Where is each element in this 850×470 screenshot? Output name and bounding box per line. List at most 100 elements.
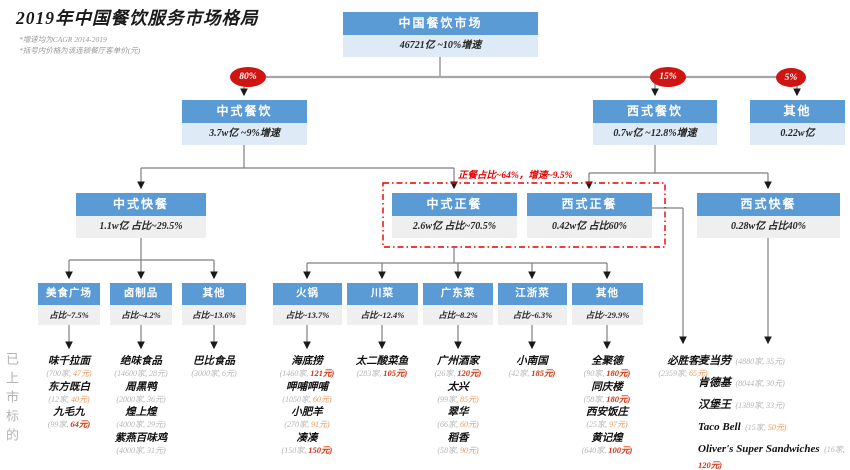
store-count: (150家, xyxy=(281,445,307,455)
node-title: 中式正餐 xyxy=(392,193,517,216)
brand-name: 小肥羊 xyxy=(291,407,323,418)
brand-name: 麦当劳 xyxy=(698,355,731,367)
avg-price: 33元) xyxy=(766,401,785,410)
avg-price: 35元) xyxy=(766,357,785,366)
store-count: (26家, xyxy=(434,369,456,378)
node-title: 美食广场 xyxy=(38,283,100,305)
avg-price: 30元) xyxy=(766,379,785,388)
brand-item: 广州酒家 (26家, 120元) xyxy=(400,355,516,380)
node-title: 江浙菜 xyxy=(498,283,567,305)
store-count: (283家, xyxy=(356,369,382,378)
store-count: (99家, xyxy=(437,394,458,404)
brand-stats: (99家, 85元) xyxy=(400,394,516,406)
node-value: 2.6w亿 占比~70.5% xyxy=(392,216,517,238)
listed-companies-label: 已上市标的 xyxy=(4,352,19,447)
store-count: (99家, xyxy=(47,420,69,429)
store-count: (66家, xyxy=(437,420,458,429)
node-chinese-formal-dining: 中式正餐 2.6w亿 占比~70.5% xyxy=(392,193,517,238)
brand-stats: (26家, 120元) xyxy=(400,368,516,380)
brand-name: 周黑鸭 xyxy=(125,381,157,393)
brand-stats: (14600家, 28元) xyxy=(83,368,199,380)
store-count: (1050家, xyxy=(282,394,311,404)
brand-stats: (99家, 64元) xyxy=(11,419,127,431)
avg-price: 91元) xyxy=(311,420,330,429)
node-value: 占比~13.7% xyxy=(273,305,342,325)
node-value: 3.7w亿 ~9%增速 xyxy=(182,123,307,145)
node-value: 占比~12.4% xyxy=(347,305,418,325)
brand-name: 西安饭庄 xyxy=(586,407,628,418)
avg-price: 60元) xyxy=(313,394,332,404)
brand-item: 麦当劳 (4880家, 35元) xyxy=(698,352,850,368)
avg-price: 36元) xyxy=(147,394,166,404)
store-count: (90家, xyxy=(583,369,605,378)
store-count: (42家, xyxy=(508,369,530,378)
brand-stats: (1050家, 60元) xyxy=(249,394,365,406)
brand-stats: (2359家, 65元) xyxy=(625,368,741,380)
brand-stats: (4000家, 29元) xyxy=(83,419,199,431)
brand-item: Oliver's Super Sandwiches (16家, 120元) xyxy=(698,440,850,470)
node-jiangzhe-cuisine: 江浙菜 占比~6.3% xyxy=(498,283,567,325)
node-chinese-fastfood: 中式快餐 1.1w亿 占比~29.5% xyxy=(76,193,206,238)
brand-item: 海底捞 (1460家, 121元) xyxy=(249,355,365,380)
brand-name: 绝味食品 xyxy=(120,356,162,367)
brand-column-hotpot: 海底捞 (1460家, 121元) 呷哺呷哺 (1050家, 60元) 小肥羊 … xyxy=(249,355,365,457)
brand-stats: (2000家, 36元) xyxy=(83,394,199,406)
brand-name: 稻香 xyxy=(447,432,469,444)
brand-stats: (4000家, 31元) xyxy=(83,445,199,457)
store-count: (640家, xyxy=(581,445,607,455)
avg-price: 31元) xyxy=(147,445,166,455)
brand-item: Taco Bell (15家, 50元) xyxy=(698,418,850,434)
brand-item: 全聚德 (90家, 180元) xyxy=(549,355,665,380)
brand-item: 肯德基 (8044家, 30元) xyxy=(698,374,850,390)
node-value: 占比~8.2% xyxy=(423,305,493,325)
brand-column-cantonese: 广州酒家 (26家, 120元) 太兴 (99家, 85元) 翠华 (66家, … xyxy=(400,355,516,457)
node-title: 中式餐饮 xyxy=(182,100,307,123)
brand-item: 太兴 (99家, 85元) xyxy=(400,381,516,406)
brand-stats: (150家, 150元) xyxy=(249,445,365,457)
brand-column-food-court: 味千拉面 (700家, 47元) 东方既白 (12家, 40元) 九毛九 (99… xyxy=(11,355,127,432)
store-count: (15家, xyxy=(745,423,766,432)
brand-stats: (270家, 91元) xyxy=(249,419,365,431)
brand-name: 味千拉面 xyxy=(48,356,90,367)
node-value: 占比~7.5% xyxy=(38,305,100,325)
brand-column-sichuan: 太二酸菜鱼 (283家, 105元) xyxy=(324,355,440,381)
brand-name: 煌上煌 xyxy=(125,407,157,418)
store-count: (12家, xyxy=(48,394,69,404)
brand-name: 凑凑 xyxy=(296,432,318,444)
store-count: (14600家, xyxy=(114,369,147,378)
brand-item: 绝味食品 (14600家, 28元) xyxy=(83,355,199,380)
brand-column-other-formal: 全聚德 (90家, 180元) 同庆楼 (58家, 180元) 西安饭庄 (25… xyxy=(549,355,665,457)
brand-stats: (58家, 90元) xyxy=(400,445,516,457)
node-value: 46721亿 ~10%增速 xyxy=(343,35,538,57)
node-title: 广东菜 xyxy=(423,283,493,305)
avg-price: 120元) xyxy=(457,368,482,378)
node-chinese-cuisine: 中式餐饮 3.7w亿 ~9%增速 xyxy=(182,100,307,145)
node-title: 中式快餐 xyxy=(76,193,206,216)
avg-price: 47元) xyxy=(73,369,92,378)
avg-price: 85元) xyxy=(460,394,479,404)
brand-stats: (12家, 40元) xyxy=(11,394,127,406)
brand-item: 稻香 (58家, 90元) xyxy=(400,432,516,457)
store-count: (1389家, xyxy=(735,401,765,410)
node-value: 占比~4.2% xyxy=(110,305,172,325)
node-china-catering-market: 中国餐饮市场 46721亿 ~10%增速 xyxy=(343,12,538,57)
node-other-fastfood: 其他 占比~13.6% xyxy=(182,283,246,325)
brand-item: 周黑鸭 (2000家, 36元) xyxy=(83,381,199,406)
node-title: 西式正餐 xyxy=(527,193,652,216)
brand-name: 必胜客 xyxy=(667,356,699,367)
node-other-formal: 其他 占比~29.9% xyxy=(572,283,643,325)
node-value: 0.22w亿 xyxy=(750,123,845,145)
node-value: 占比~13.6% xyxy=(182,305,246,325)
node-sichuan-cuisine: 川菜 占比~12.4% xyxy=(347,283,418,325)
node-title: 其他 xyxy=(750,100,845,123)
node-title: 西式餐饮 xyxy=(593,100,717,123)
brand-stats: (90家, 180元) xyxy=(549,368,665,380)
brand-item: 小肥羊 (270家, 91元) xyxy=(249,406,365,431)
node-food-court: 美食广场 占比~7.5% xyxy=(38,283,100,325)
avg-price: 120元) xyxy=(698,460,723,470)
brand-name: 翠华 xyxy=(447,407,469,418)
node-value: 0.42w亿 占比60% xyxy=(527,216,652,238)
node-value: 1.1w亿 占比~29.5% xyxy=(76,216,206,238)
